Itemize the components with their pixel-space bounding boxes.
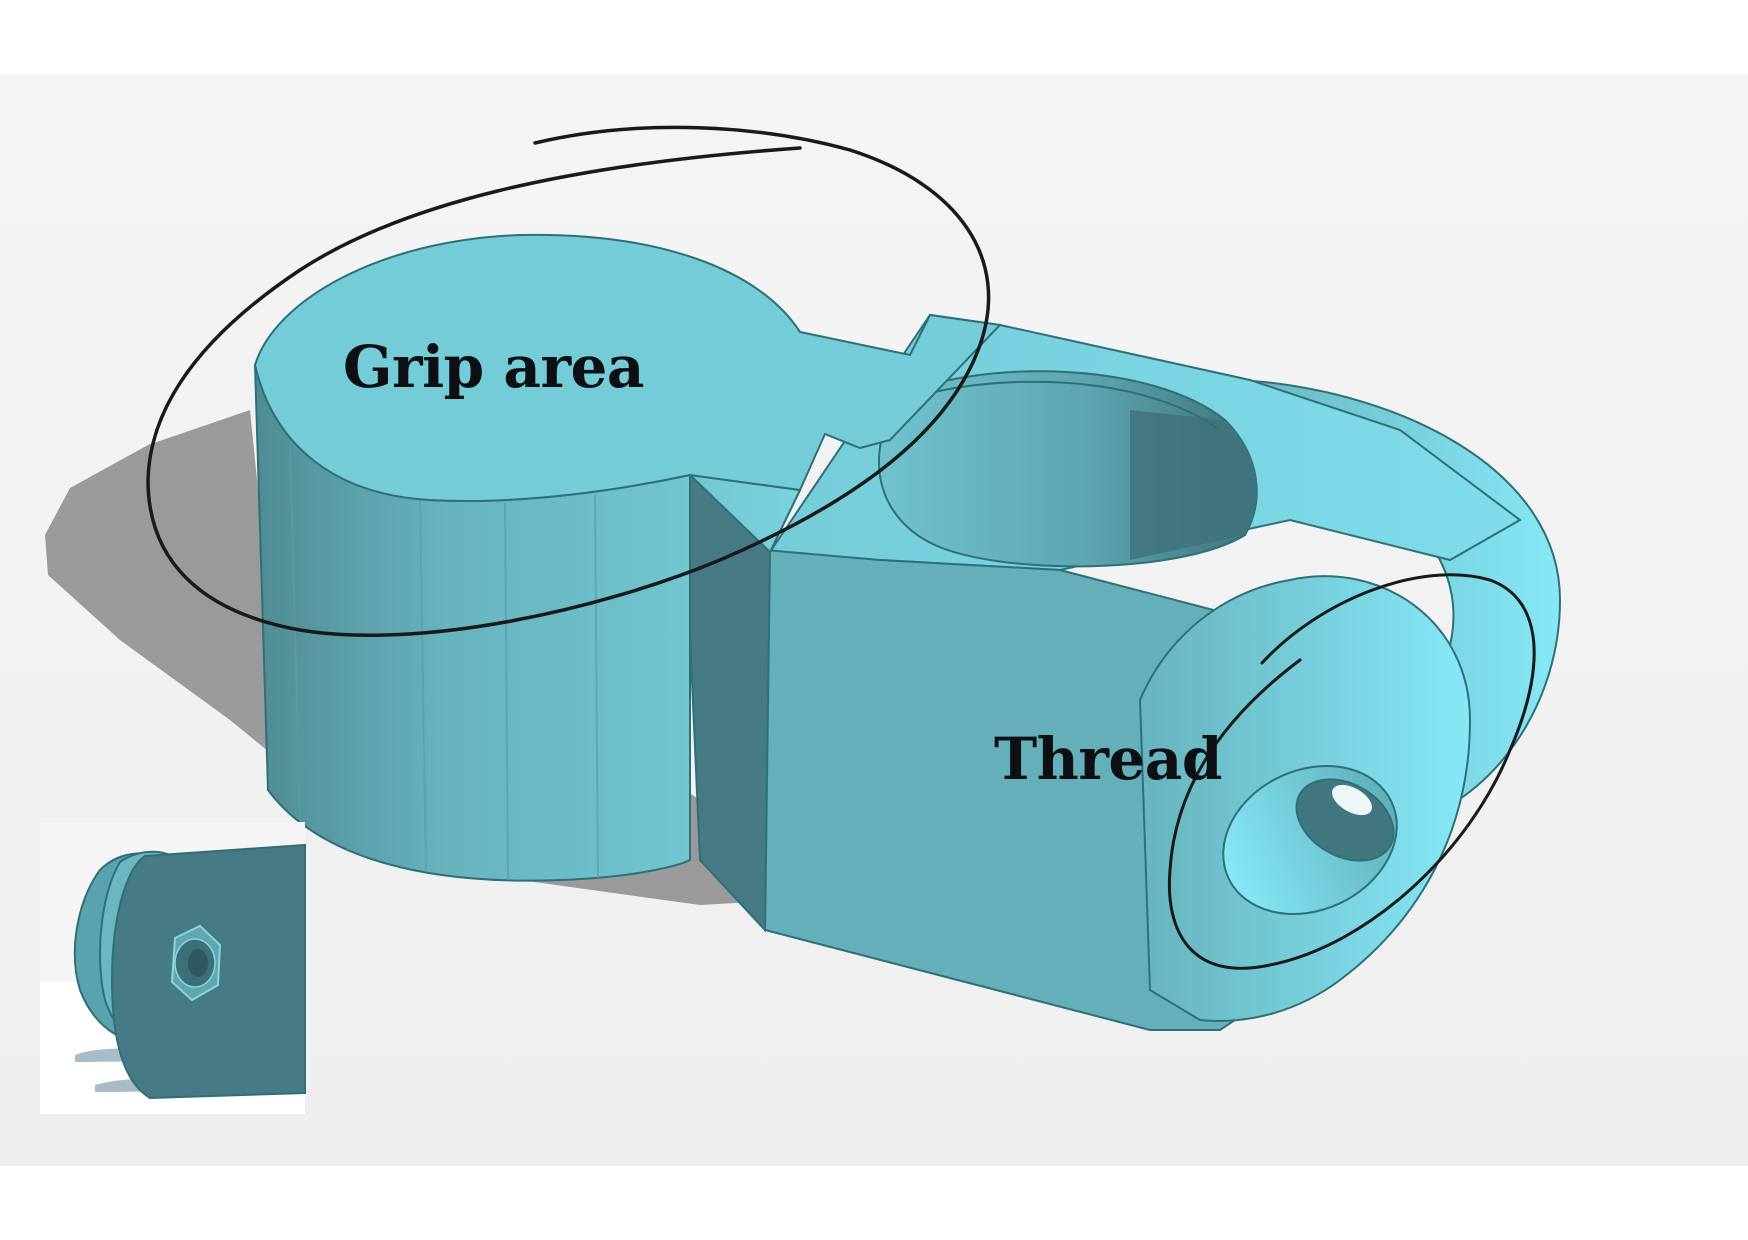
thread-label: Thread bbox=[994, 725, 1222, 793]
thread-annotation-ring bbox=[1167, 573, 1536, 970]
grip-facets bbox=[289, 444, 599, 881]
grip-annotation-ring bbox=[146, 125, 991, 637]
grip-top bbox=[253, 233, 1003, 502]
inset-part-preview bbox=[40, 822, 306, 1114]
grip-area-label: Grip area bbox=[343, 333, 645, 401]
